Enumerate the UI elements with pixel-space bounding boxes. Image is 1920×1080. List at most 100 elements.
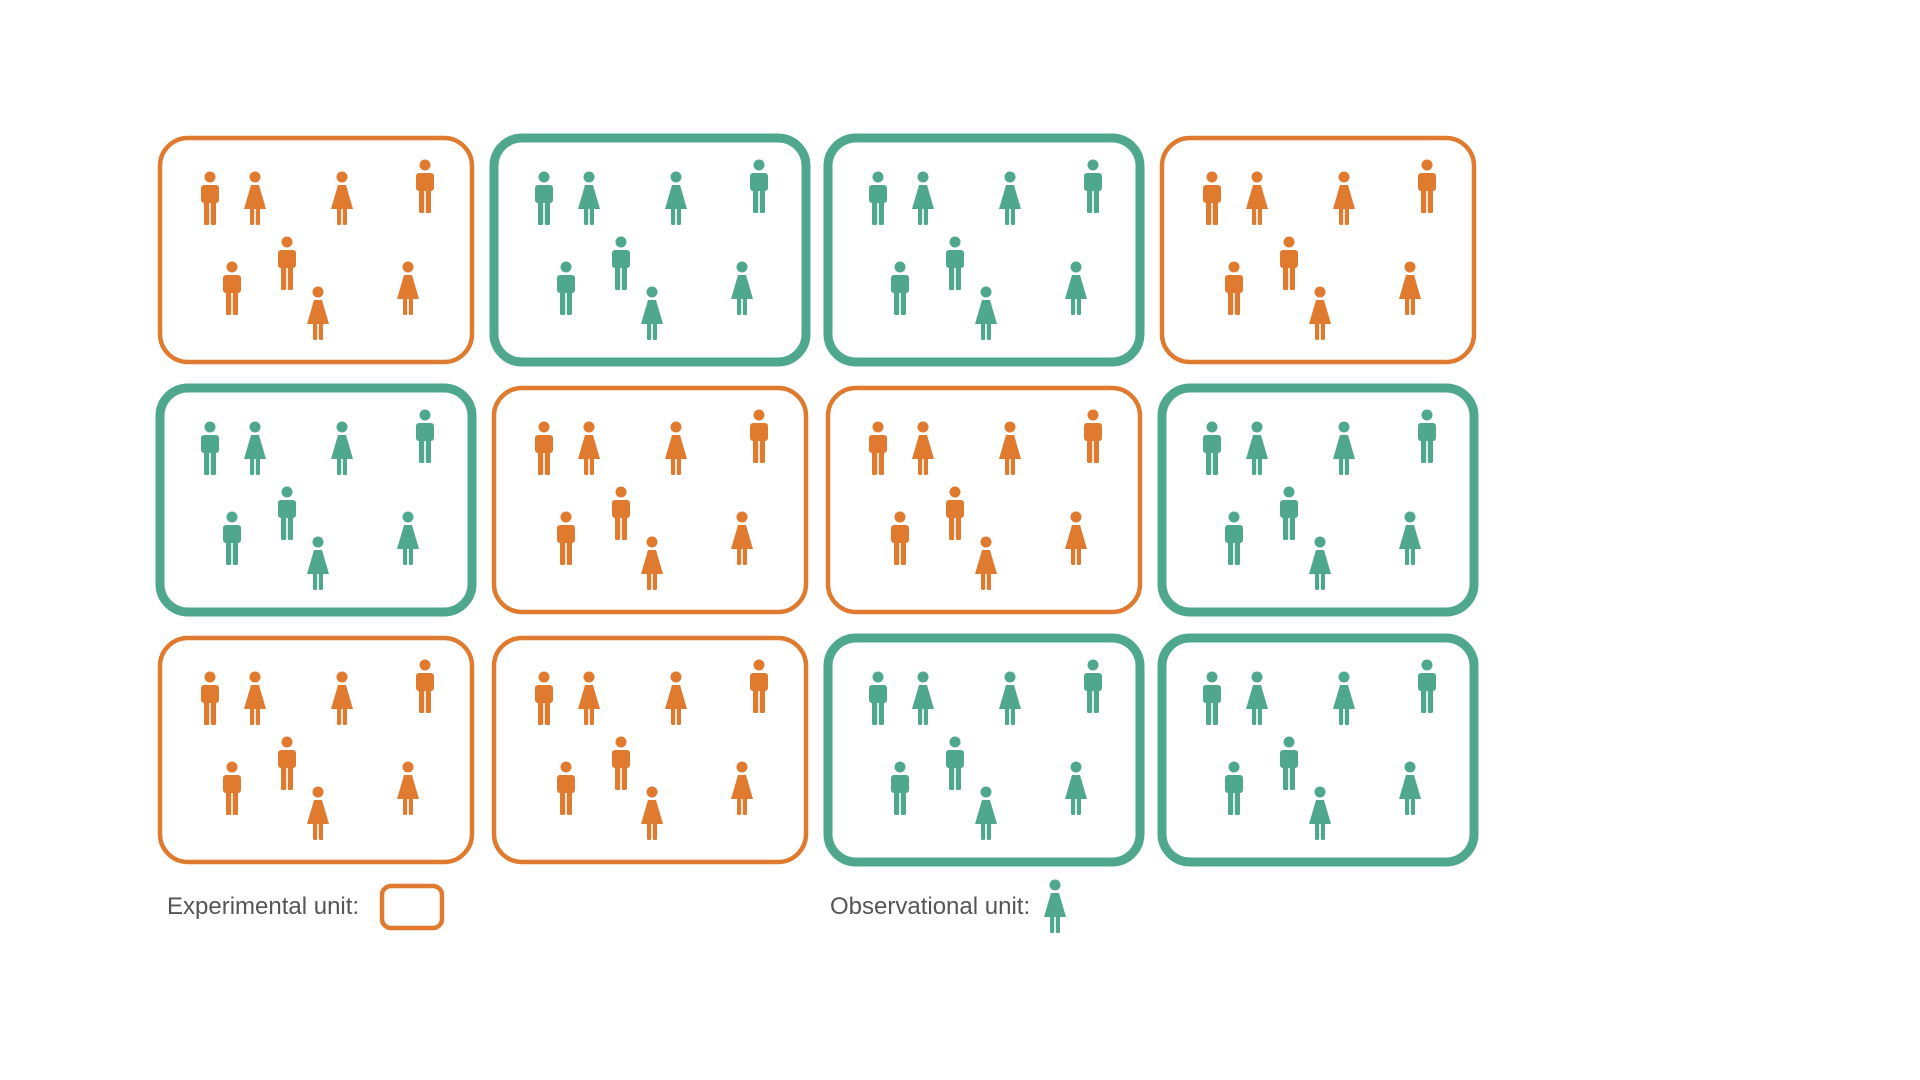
man-icon [416, 159, 434, 213]
man-icon [869, 171, 887, 225]
unit-border [155, 383, 477, 617]
unit-border [1159, 135, 1477, 365]
woman-icon [244, 671, 266, 725]
woman-icon [1065, 511, 1087, 565]
man-icon [891, 511, 909, 565]
man-icon [1225, 761, 1243, 815]
man-icon [612, 486, 630, 540]
man-icon [1203, 421, 1221, 475]
man-icon [750, 159, 768, 213]
woman-icon [999, 421, 1021, 475]
woman-icon [397, 511, 419, 565]
man-icon [1280, 236, 1298, 290]
woman-icon [1399, 261, 1421, 315]
woman-icon [1333, 421, 1355, 475]
woman-icon [1246, 671, 1268, 725]
woman-icon [975, 286, 997, 340]
experimental-units-grid [155, 133, 1479, 867]
experimental-unit-r1-c1 [157, 135, 475, 365]
man-icon [1280, 486, 1298, 540]
man-icon [557, 511, 575, 565]
woman-icon [1065, 761, 1087, 815]
man-icon [946, 236, 964, 290]
legend-observational-unit-label: Observational unit: [830, 893, 1031, 920]
woman-icon [665, 671, 687, 725]
woman-icon [641, 786, 663, 840]
man-icon [1203, 671, 1221, 725]
woman-icon [1333, 171, 1355, 225]
unit-border [491, 385, 809, 615]
man-icon [278, 736, 296, 790]
woman-icon [307, 786, 329, 840]
woman-icon [912, 671, 934, 725]
legend [379, 879, 1066, 933]
experimental-unit-r1-c2 [489, 133, 811, 367]
woman-icon [665, 421, 687, 475]
man-icon [557, 261, 575, 315]
woman-icon [307, 286, 329, 340]
experimental-unit-r2-c1 [155, 383, 477, 617]
woman-icon [244, 171, 266, 225]
man-icon [557, 761, 575, 815]
woman-icon [912, 171, 934, 225]
unit-border [1157, 633, 1479, 867]
woman-icon [731, 761, 753, 815]
experimental-unit-r1-c4 [1159, 135, 1477, 365]
unit-border [489, 133, 811, 367]
woman-icon [641, 286, 663, 340]
experimental-unit-r3-c3 [823, 633, 1145, 867]
woman-icon [999, 171, 1021, 225]
experimental-unit-r3-c4 [1157, 633, 1479, 867]
man-icon [1280, 736, 1298, 790]
man-icon [1225, 511, 1243, 565]
unit-border [823, 633, 1145, 867]
experimental-unit-r1-c3 [823, 133, 1145, 367]
woman-icon [578, 671, 600, 725]
man-icon [750, 409, 768, 463]
man-icon [869, 671, 887, 725]
experimental-unit-r3-c1 [157, 635, 475, 865]
woman-icon [999, 671, 1021, 725]
woman-icon [331, 421, 353, 475]
woman-icon [1399, 761, 1421, 815]
woman-icon [1065, 261, 1087, 315]
man-icon [1418, 409, 1436, 463]
man-icon [1225, 261, 1243, 315]
man-icon [869, 421, 887, 475]
man-icon [223, 511, 241, 565]
legend-woman-icon [1044, 879, 1066, 933]
unit-border [825, 385, 1143, 615]
man-icon [1418, 159, 1436, 213]
man-icon [1203, 171, 1221, 225]
unit-border [823, 133, 1145, 367]
man-icon [891, 261, 909, 315]
man-icon [201, 421, 219, 475]
man-icon [612, 236, 630, 290]
man-icon [1418, 659, 1436, 713]
woman-icon [331, 171, 353, 225]
man-icon [201, 671, 219, 725]
man-icon [416, 659, 434, 713]
experimental-unit-r2-c2 [491, 385, 809, 615]
woman-icon [975, 786, 997, 840]
man-icon [1084, 409, 1102, 463]
man-icon [223, 261, 241, 315]
woman-icon [1309, 786, 1331, 840]
unit-border [491, 635, 809, 865]
woman-icon [331, 671, 353, 725]
woman-icon [1246, 171, 1268, 225]
man-icon [278, 486, 296, 540]
unit-border [157, 635, 475, 865]
experimental-unit-r3-c2 [491, 635, 809, 865]
man-icon [750, 659, 768, 713]
man-icon [416, 409, 434, 463]
woman-icon [1399, 511, 1421, 565]
man-icon [201, 171, 219, 225]
woman-icon [665, 171, 687, 225]
woman-icon [397, 761, 419, 815]
woman-icon [912, 421, 934, 475]
woman-icon [307, 536, 329, 590]
experimental-unit-r2-c4 [1157, 383, 1479, 617]
man-icon [891, 761, 909, 815]
